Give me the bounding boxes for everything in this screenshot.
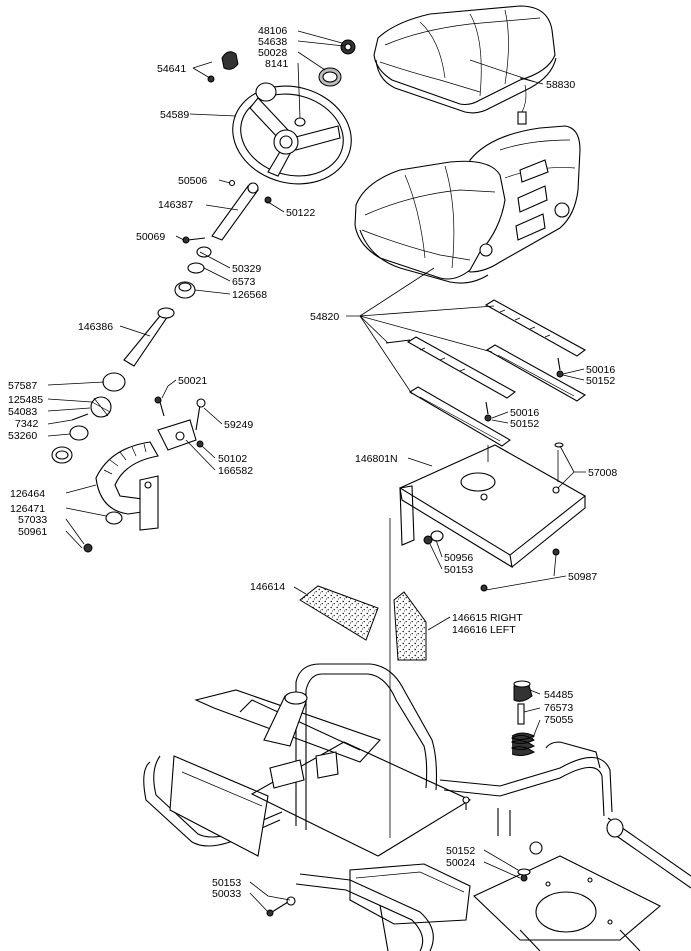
foot-pad-parts [299,585,427,661]
label-50024: 50024 [446,857,475,869]
label-54485: 54485 [544,689,573,701]
label-50021: 50021 [178,375,207,387]
label-50987: 50987 [568,571,597,583]
label-146387: 146387 [158,199,193,211]
label-50016-b: 50016 [510,407,539,419]
seat-part [354,125,581,284]
label-146616: 146616 LEFT [452,624,516,636]
label-126464: 126464 [10,488,45,500]
label-54589: 54589 [160,109,189,121]
label-50102: 50102 [218,453,247,465]
spring-knob-parts [510,680,536,757]
label-58830: 58830 [546,79,575,91]
label-50152-c: 50152 [446,845,475,857]
seat-cushion-part [373,5,557,125]
label-50016-a: 50016 [586,364,615,376]
label-50033: 50033 [212,888,241,900]
label-125485: 125485 [8,394,43,406]
label-6573: 6573 [232,276,256,288]
steering-wheel-part [232,82,352,185]
label-50069: 50069 [136,231,165,243]
label-48106: 48106 [258,25,287,37]
label-50028: 50028 [258,47,287,59]
label-50961: 50961 [18,526,47,538]
label-146801n: 146801N [355,453,398,465]
label-54820: 54820 [310,311,339,323]
label-50122: 50122 [286,207,315,219]
cap-parts [207,39,356,87]
label-126568: 126568 [232,289,267,301]
label-57033: 57033 [18,514,47,526]
label-146615: 146615 RIGHT [452,612,523,624]
label-146614: 146614 [250,581,285,593]
label-50153-b: 50153 [212,877,241,889]
seat-rails-part [385,299,587,461]
steering-gear-parts [83,396,206,553]
label-50956: 50956 [444,552,473,564]
label-50506: 50506 [178,175,207,187]
part-labels: 48106 54638 50028 8141 54641 54589 58830… [8,25,617,900]
label-54638: 54638 [258,36,287,48]
label-8141: 8141 [265,58,289,70]
label-75055: 75055 [544,714,573,726]
label-7342: 7342 [15,418,39,430]
label-50329: 50329 [232,263,261,275]
label-50152-a: 50152 [586,375,615,387]
label-126471: 126471 [10,503,45,515]
label-53260: 53260 [8,430,37,442]
label-57008: 57008 [588,467,617,479]
label-146386: 146386 [78,321,113,333]
label-57587: 57587 [8,380,37,392]
label-50153-a: 50153 [444,564,473,576]
label-54641: 54641 [157,63,186,75]
frame-part [143,518,691,951]
steering-shaft-parts [51,179,272,464]
leader-lines [47,30,586,913]
label-166582: 166582 [218,465,253,477]
label-76573: 76573 [544,702,573,714]
label-59249: 59249 [224,419,253,431]
label-54083: 54083 [8,406,37,418]
seat-pan-part [398,444,586,592]
label-50152-b: 50152 [510,418,539,430]
